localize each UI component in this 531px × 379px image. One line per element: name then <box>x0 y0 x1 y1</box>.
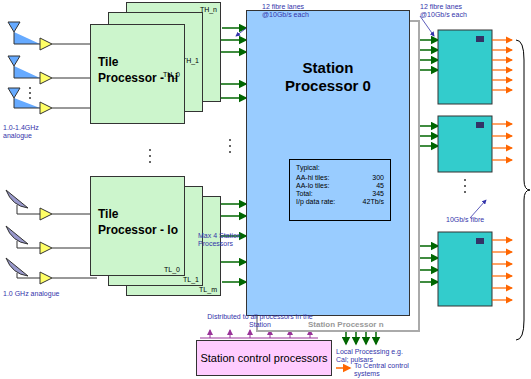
note-label: 12 fibre lanes @10Gb/s each <box>420 3 490 19</box>
process-box: Tile Processor - lo TL_0 <box>90 176 185 276</box>
process-box: Tile Processor - hiTH_0 <box>90 24 185 124</box>
node-text: Station Processor n <box>308 320 384 329</box>
node-text: Station control processors <box>200 352 327 364</box>
node-text: Tile Processor - hi <box>98 55 180 86</box>
process-box: Station control processors <box>196 340 332 376</box>
node-text: TH_0 <box>163 71 180 78</box>
process-box: Station Processor 0 Typical: AA-hi tiles: 3… <box>246 10 410 316</box>
node-text: 45 <box>354 182 384 189</box>
node-text: TL_m <box>199 286 217 293</box>
process-box: Typical: AA-hi tiles: 300AA-lo tiles: 45Tot… <box>289 159 391 221</box>
node-text: TL_0 <box>164 266 180 273</box>
node-text: 300 <box>354 174 384 181</box>
node-text: TL_1 <box>183 276 199 283</box>
node-text: Typical: <box>296 164 384 171</box>
note-label: 1.0-1.4GHz analogue <box>3 124 63 140</box>
node-text: Station Processor 0 <box>247 59 409 95</box>
node-text: Total: <box>296 190 344 197</box>
note-label: Local Processing e.g. Cal; pulsars <box>336 348 416 364</box>
node-text: AA-hi tiles: <box>296 174 344 181</box>
node-text: 345 <box>354 190 384 197</box>
note-label: Max 4 Station Processors <box>198 232 242 248</box>
note-label: 1.0 GHz analogue <box>3 290 63 298</box>
note-label: To Central control systems <box>354 362 414 378</box>
node-text: Tile Processor - lo <box>98 207 180 238</box>
note-label: 12 fibre lanes @10Gb/s each <box>262 3 332 19</box>
node-text: 42Tb/s <box>354 198 384 205</box>
node-text: AA-lo tiles: <box>296 182 344 189</box>
note-label: 10Gb/s fibre <box>446 216 506 224</box>
node-text: I/p data rate: <box>296 198 344 205</box>
note-label: Distributed to all processors in the Sta… <box>200 313 320 329</box>
